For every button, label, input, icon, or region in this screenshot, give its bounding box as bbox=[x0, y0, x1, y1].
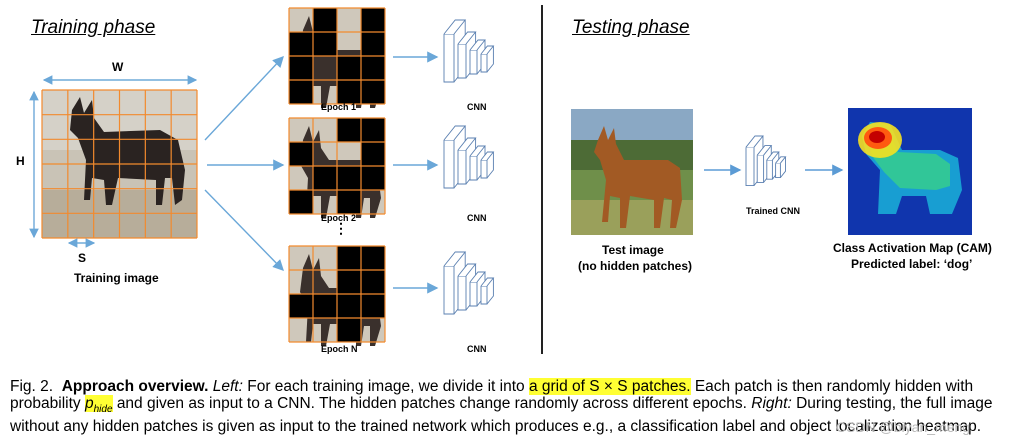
test-image-label: Test image bbox=[602, 243, 664, 257]
hidden-patch bbox=[289, 294, 313, 318]
hidden-patch bbox=[361, 294, 385, 318]
hidden-patch bbox=[313, 8, 337, 32]
caption-highlight: a grid of S × S patches. bbox=[529, 378, 691, 395]
hidden-patch bbox=[337, 166, 361, 190]
hidden-patch bbox=[337, 318, 361, 342]
hidden-patch bbox=[337, 56, 361, 80]
trained-cnn-label: Trained CNN bbox=[746, 206, 800, 216]
trained-cnn-icon bbox=[746, 136, 786, 186]
width-label: W bbox=[112, 60, 123, 74]
caption-text-3: and given as input to a CNN. The hidden … bbox=[117, 395, 747, 412]
test-image bbox=[571, 109, 693, 235]
hidden-patch bbox=[337, 118, 361, 142]
arrow-to-epoch-n bbox=[205, 190, 283, 270]
epoch-n-label: Epoch N bbox=[321, 344, 358, 354]
cnn-label-n: CNN bbox=[467, 344, 487, 354]
height-label: H bbox=[16, 154, 25, 168]
cnn-label-1: CNN bbox=[467, 102, 487, 112]
arrow-to-epoch-1 bbox=[205, 57, 283, 140]
hidden-patch bbox=[361, 142, 385, 166]
hidden-patch bbox=[289, 142, 313, 166]
hidden-patch bbox=[361, 80, 385, 104]
caption-title: Approach overview. bbox=[62, 378, 209, 395]
hidden-patch bbox=[361, 166, 385, 190]
hidden-patch bbox=[361, 270, 385, 294]
hidden-patch bbox=[289, 32, 313, 56]
cnn-icon bbox=[444, 252, 493, 314]
cam-label: Class Activation Map (CAM) bbox=[833, 241, 992, 255]
cnn-icon bbox=[444, 126, 493, 188]
caption-left: Left: bbox=[213, 378, 243, 395]
epoch-1-grid bbox=[289, 8, 385, 108]
predicted-label: Predicted label: ‘dog’ bbox=[851, 257, 972, 271]
hidden-patch bbox=[289, 190, 313, 214]
hidden-patch bbox=[313, 32, 337, 56]
hidden-patch bbox=[361, 118, 385, 142]
caption-right: Right: bbox=[751, 395, 792, 412]
hidden-patch bbox=[289, 56, 313, 80]
patch-size-label: S bbox=[78, 251, 86, 265]
hidden-patch bbox=[361, 8, 385, 32]
epoch-n-grid bbox=[289, 246, 385, 346]
watermark: CSDN @biyan_meng bbox=[836, 419, 970, 435]
hidden-patch bbox=[337, 190, 361, 214]
cnn-icon bbox=[444, 20, 493, 82]
hidden-patch bbox=[361, 32, 385, 56]
caption-fig: Fig. 2. bbox=[10, 378, 53, 395]
hidden-patch bbox=[337, 246, 361, 270]
epoch-2-grid bbox=[289, 118, 385, 218]
cam-heatmap bbox=[848, 108, 972, 235]
training-image-label: Training image bbox=[74, 271, 159, 285]
ellipsis: ⋮ bbox=[334, 220, 348, 237]
caption-text-1: For each training image, we divide it in… bbox=[247, 378, 524, 395]
hidden-patch bbox=[361, 246, 385, 270]
hidden-patch bbox=[313, 294, 337, 318]
hidden-patch bbox=[313, 166, 337, 190]
hidden-patch bbox=[337, 80, 361, 104]
epoch-1-label: Epoch 1 bbox=[321, 102, 356, 112]
hidden-patch bbox=[361, 56, 385, 80]
p-hide-symbol: phide bbox=[85, 395, 113, 412]
hidden-patch bbox=[337, 270, 361, 294]
cnn-label-2: CNN bbox=[467, 213, 487, 223]
test-image-sublabel: (no hidden patches) bbox=[578, 259, 692, 273]
hidden-patch bbox=[289, 80, 313, 104]
hidden-patch bbox=[337, 294, 361, 318]
